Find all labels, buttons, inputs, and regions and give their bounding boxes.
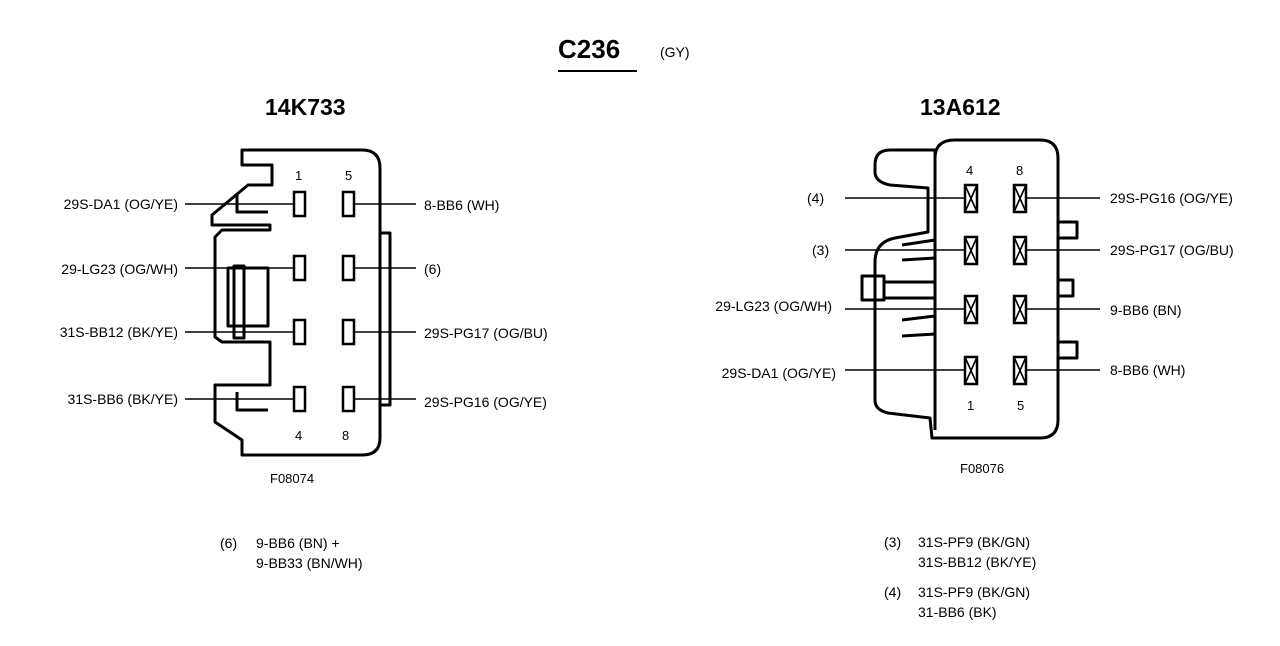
connector-13a612-wires — [845, 197, 1100, 371]
note-ref-right-1: (3) — [884, 534, 902, 550]
wire-label-left-2: 29-LG23 (OG/WH) — [61, 261, 178, 277]
note-line1-right-1: 31S-PF9 (BK/GN) — [918, 534, 1031, 550]
wire-label-13a612-right-2: 29S-PG17 (OG/BU) — [1110, 242, 1234, 258]
connector-name-left: 14K733 — [265, 94, 346, 120]
pin-number-5: 5 — [345, 168, 353, 183]
pin-8-right — [1012, 183, 1028, 214]
wire-label-right-4: 29S-PG16 (OG/YE) — [424, 394, 547, 410]
note-line1-right-2: 31S-PF9 (BK/GN) — [918, 584, 1031, 600]
figure-id-left: F08074 — [270, 471, 315, 486]
pin-6-right — [1012, 294, 1028, 325]
pin-number-1: 1 — [295, 168, 303, 183]
wire-label-left-3: 31S-BB12 (BK/YE) — [59, 324, 178, 340]
pin-5-right — [1012, 355, 1028, 386]
connector-14k733-wires — [185, 203, 416, 400]
pin-7-right — [1012, 235, 1028, 266]
pin-8 — [341, 385, 356, 413]
wire-label-right-1: 8-BB6 (WH) — [424, 197, 500, 213]
pin-2 — [292, 254, 307, 282]
note-ref-left: (6) — [220, 535, 238, 551]
pin-7 — [341, 318, 356, 346]
wire-label-13a612-left-2: (3) — [812, 242, 830, 258]
pin-4-right — [963, 183, 979, 214]
connector-name-right: 13A612 — [920, 94, 1001, 120]
figure-id-right: F08076 — [960, 461, 1005, 476]
pin-2-right — [963, 294, 979, 325]
pin-3 — [292, 318, 307, 346]
wire-label-13a612-right-1: 29S-PG16 (OG/YE) — [1110, 190, 1233, 206]
note-line2-right-1: 31S-BB12 (BK/YE) — [918, 554, 1037, 570]
wire-label-13a612-right-4: 8-BB6 (WH) — [1110, 362, 1186, 378]
note-line2-right-2: 31-BB6 (BK) — [918, 604, 997, 620]
wire-label-13a612-left-4: 29S-DA1 (OG/YE) — [721, 365, 836, 381]
latch-tab-right — [860, 274, 886, 302]
wire-label-13a612-left-3: 29-LG23 (OG/WH) — [715, 298, 832, 314]
wire-label-left-4: 31S-BB6 (BK/YE) — [67, 391, 179, 407]
wire-label-left-1: 29S-DA1 (OG/YE) — [63, 196, 178, 212]
latch-tab — [232, 264, 246, 340]
pin-number-4-right: 4 — [966, 163, 974, 178]
pin-6 — [341, 254, 356, 282]
note-line2-left: 9-BB33 (BN/WH) — [256, 555, 363, 571]
note-line1-left: 9-BB6 (BN) + — [256, 535, 340, 551]
wire-label-right-2: (6) — [424, 261, 442, 277]
pin-5 — [341, 190, 356, 218]
pin-number-4: 4 — [295, 428, 303, 443]
wire-label-13a612-left-1: (4) — [807, 190, 825, 206]
pin-1 — [292, 190, 307, 218]
connector-14k733-pins — [292, 190, 356, 413]
wire-label-13a612-right-3: 9-BB6 (BN) — [1110, 302, 1182, 318]
connector-13a612-outline — [860, 138, 1079, 440]
pin-number-1-right: 1 — [967, 398, 975, 413]
title-color-code: (GY) — [660, 44, 690, 60]
connector-14k733-outline — [210, 148, 392, 457]
connector-13a612-pins — [963, 183, 1028, 386]
pin-number-8-right: 8 — [1016, 163, 1024, 178]
pin-4 — [292, 385, 307, 413]
pin-1-right — [963, 355, 979, 386]
page-title: C236 — [558, 34, 621, 64]
pin-number-5-right: 5 — [1017, 398, 1025, 413]
note-ref-right-2: (4) — [884, 584, 902, 600]
wire-label-right-3: 29S-PG17 (OG/BU) — [424, 325, 548, 341]
pin-number-8: 8 — [342, 428, 350, 443]
pin-3-right — [963, 235, 979, 266]
